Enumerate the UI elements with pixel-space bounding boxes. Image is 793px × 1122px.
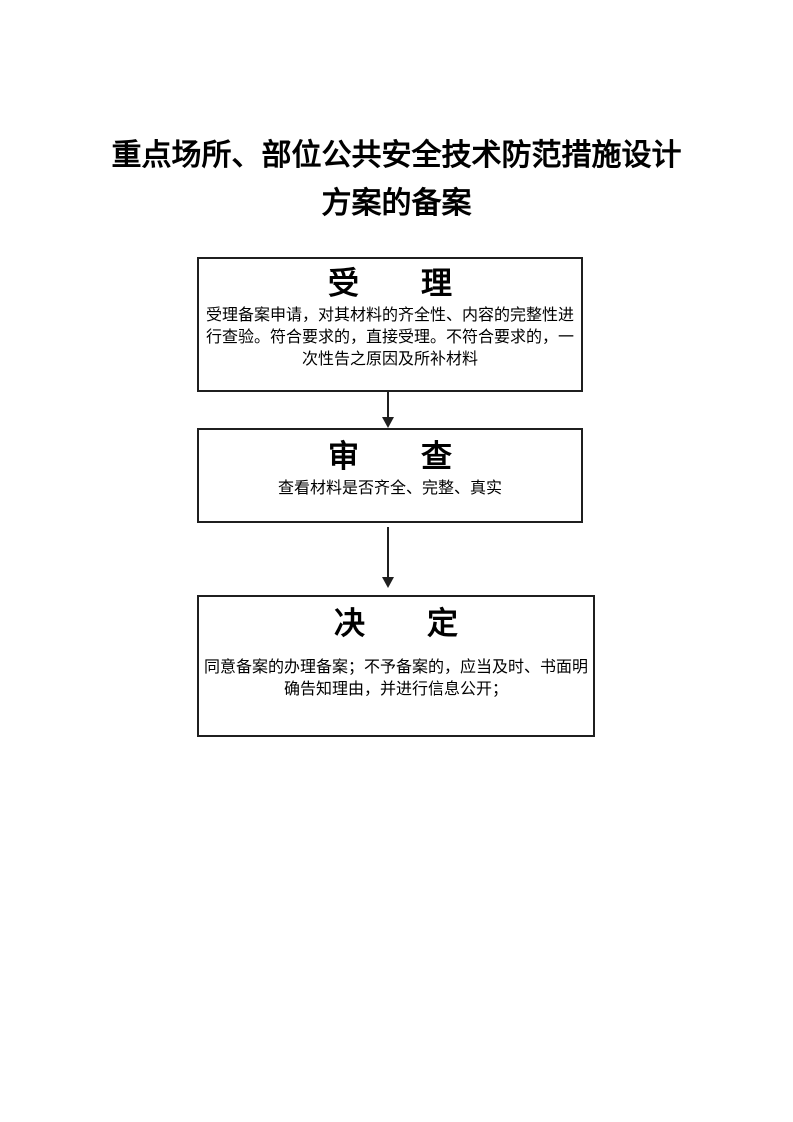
flow-step-accept-body: 受理备案申请，对其材料的齐全性、内容的完整性进 行查验。符合要求的，直接受理。不… bbox=[205, 307, 574, 368]
flow-step-decide: 决 定 同意备案的办理备案；不予备案的，应当及时、书面明 确告知理由，并进行信息… bbox=[197, 595, 595, 737]
flow-step-decide-header: 决 定 bbox=[334, 606, 458, 641]
flow-step-accept: 受 理 受理备案申请，对其材料的齐全性、内容的完整性进 行查验。符合要求的，直接… bbox=[197, 257, 583, 392]
flow-step-decide-body: 同意备案的办理备案；不予备案的，应当及时、书面明 确告知理由，并进行信息公开； bbox=[203, 659, 588, 698]
flow-step-review-body: 查看材料是否齐全、完整、真实 bbox=[277, 480, 502, 497]
arrow-line bbox=[387, 527, 389, 577]
arrow-down-icon bbox=[382, 577, 394, 588]
arrow-line bbox=[387, 392, 389, 418]
flow-step-review-header: 审 查 bbox=[328, 439, 452, 474]
document-title: 重点场所、部位公共安全技术防范措施设计 方案的备案 bbox=[111, 139, 682, 220]
flow-step-accept-header: 受 理 bbox=[328, 266, 452, 301]
arrow-down-icon bbox=[382, 417, 394, 428]
flow-step-review: 审 查 查看材料是否齐全、完整、真实 bbox=[197, 428, 583, 523]
